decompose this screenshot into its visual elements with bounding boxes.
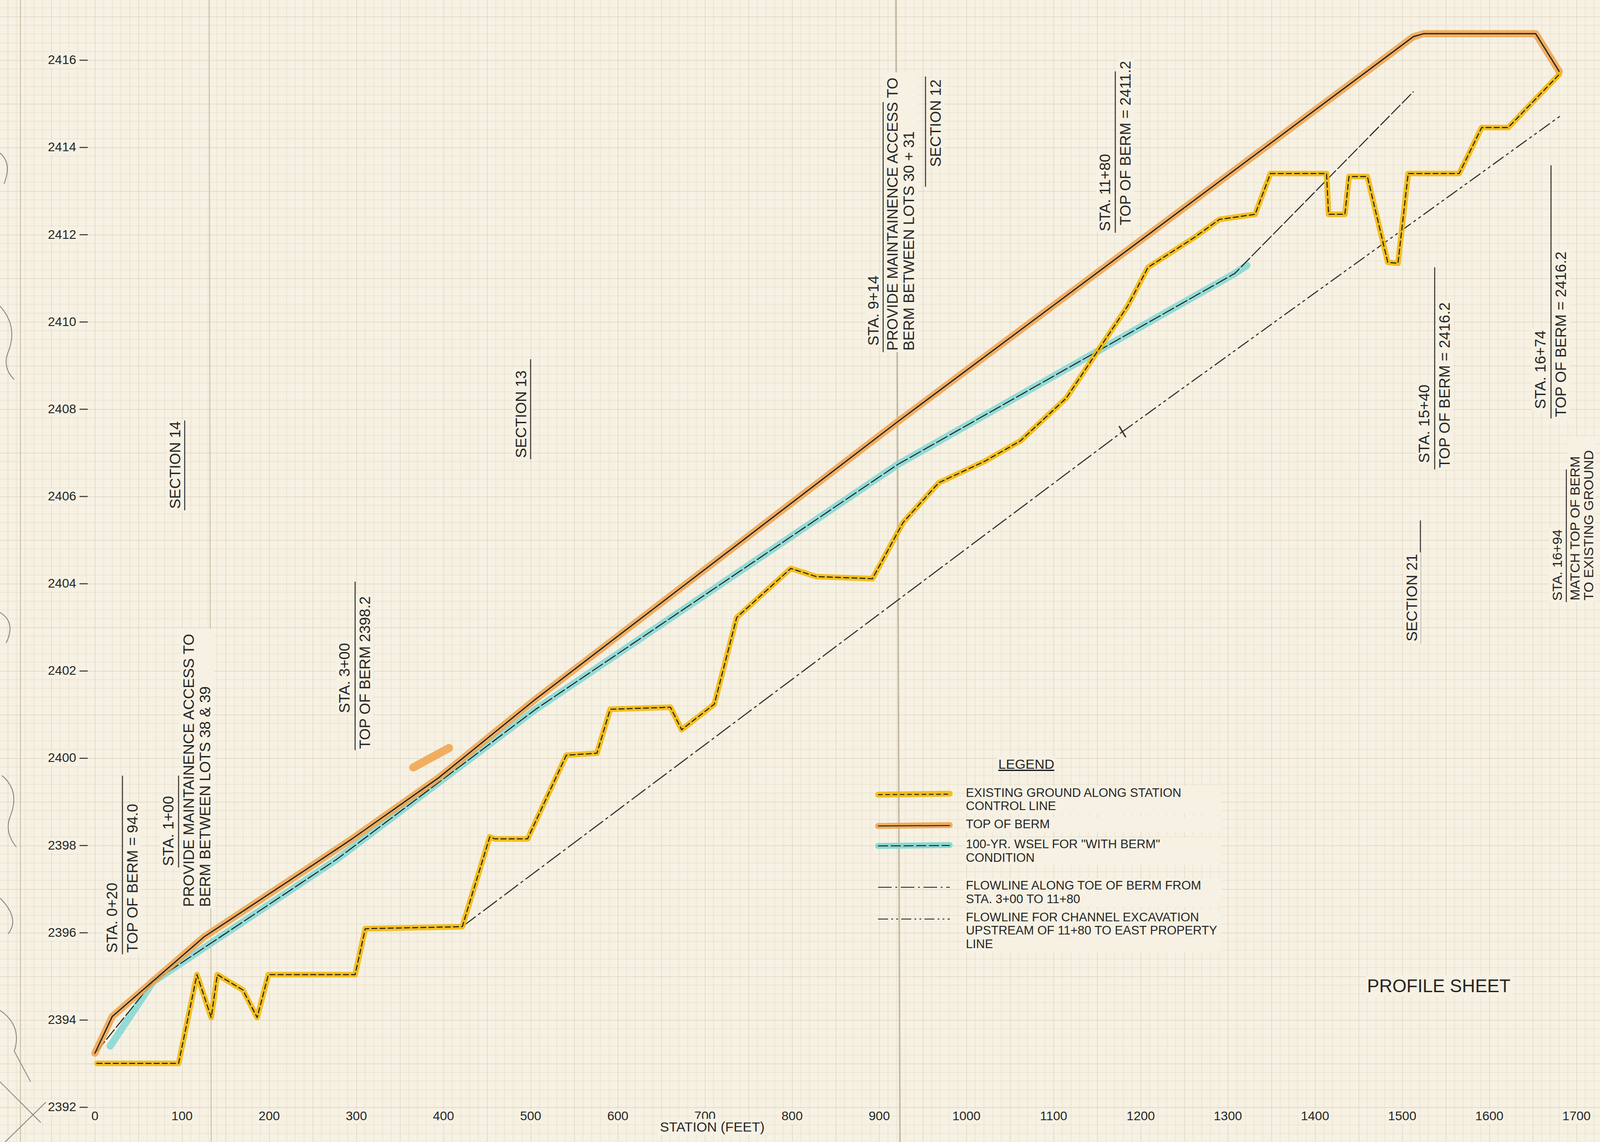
- legend-row: FLOWLINE ALONG TOE OF BERM FROM STA. 3+0…: [875, 878, 1222, 907]
- y-axis-label: 2410: [46, 314, 78, 330]
- legend-row: TOP OF BERM: [875, 817, 1222, 834]
- berm-elevation-note: TOP OF BERM = 2416.2: [1552, 250, 1570, 419]
- station-label: STA. 16+94: [1549, 528, 1566, 603]
- annotation-rules: [122, 71, 1567, 954]
- axis-ticks: [79, 60, 88, 1108]
- station-label: STA. 16+74: [1531, 329, 1550, 411]
- y-axis-label: 2400: [46, 750, 78, 766]
- y-axis-label: 2412: [46, 227, 78, 243]
- legend-swatch: [875, 911, 953, 927]
- axis-title: STATION (FEET): [658, 1118, 766, 1135]
- y-axis-label: 2396: [46, 925, 78, 941]
- legend-highlight: [878, 824, 950, 826]
- y-axis-label: 2394: [46, 1012, 78, 1028]
- legend-row: 100-YR. WSEL FOR "WITH BERM" CONDITION: [875, 837, 1222, 865]
- section-label: SECTION 13: [512, 369, 530, 460]
- ground-line: [97, 74, 1560, 1064]
- berm-elevation-note: TOP OF BERM = 94.0: [123, 802, 142, 954]
- legend-swatch: [875, 838, 953, 854]
- station-label: STA. 11+80: [1096, 152, 1114, 233]
- section-label: SECTION 21: [1403, 552, 1421, 643]
- sheet-title: PROFILE SHEET: [1365, 975, 1512, 997]
- legend-text: FLOWLINE FOR CHANNEL EXCAVATION UPSTREAM…: [964, 910, 1222, 952]
- berm-highlight-mark: [413, 747, 450, 768]
- x-axis-label: 1300: [1212, 1108, 1244, 1124]
- station-label: STA. 3+00: [335, 641, 354, 715]
- legend-line: [878, 918, 950, 920]
- legend: EXISTING GROUND ALONG STATION CONTROL LI…: [875, 785, 1222, 956]
- station-label: STA. 15+40: [1415, 383, 1433, 465]
- x-axis-label: 1400: [1299, 1108, 1331, 1124]
- berm-elevation-note: TOP OF BERM 2398.2: [356, 594, 374, 751]
- x-axis-label: 800: [780, 1108, 805, 1124]
- x-axis-label: 400: [431, 1108, 456, 1124]
- y-axis-label: 2402: [46, 663, 78, 679]
- x-axis-label: 200: [257, 1108, 282, 1124]
- legend-row: FLOWLINE FOR CHANNEL EXCAVATION UPSTREAM…: [875, 910, 1222, 952]
- profile-lines: [94, 33, 1562, 1064]
- station-label: STA. 9+14: [864, 274, 883, 347]
- legend-swatch: [875, 786, 953, 803]
- station-label: STA. 0+20: [103, 881, 121, 954]
- x-axis-label: 1600: [1473, 1108, 1505, 1124]
- x-axis-label: 1700: [1560, 1108, 1592, 1124]
- station-label: STA. 1+00: [159, 794, 178, 868]
- legend-text: EXISTING GROUND ALONG STATION CONTROL LI…: [964, 785, 1222, 814]
- legend-heading: LEGEND: [997, 755, 1056, 772]
- x-axis-label: 600: [605, 1108, 630, 1124]
- x-axis-label: 1000: [950, 1108, 982, 1124]
- legend-line: [878, 886, 950, 888]
- channel-flowline: [1122, 115, 1561, 432]
- section-label: SECTION 12: [927, 78, 945, 169]
- legend-text: 100-YR. WSEL FOR "WITH BERM" CONDITION: [964, 837, 1222, 865]
- legend-line: [878, 825, 950, 826]
- x-axis-label: 1100: [1038, 1108, 1069, 1124]
- berm-elevation-note: TOP OF BERM = 2411.2: [1116, 59, 1135, 227]
- x-axis-label: 0: [89, 1108, 100, 1124]
- x-axis-label: 100: [170, 1108, 195, 1124]
- legend-highlight: [878, 844, 950, 846]
- berm-line: [94, 33, 1560, 1053]
- x-axis-label: 1200: [1125, 1108, 1156, 1124]
- y-axis-label: 2404: [46, 576, 78, 592]
- y-axis-label: 2416: [46, 52, 78, 68]
- match-note: MATCH TOP OF BERM TO EXISTING GROUND: [1567, 437, 1596, 603]
- y-axis-label: 2392: [46, 1099, 78, 1115]
- paper-folds: [20, 0, 900, 1142]
- section-label: SECTION 14: [166, 419, 184, 511]
- y-axis-label: 2406: [46, 488, 78, 504]
- legend-swatch: [875, 879, 953, 895]
- x-axis-label: 1500: [1386, 1108, 1418, 1124]
- y-axis-label: 2398: [46, 838, 78, 854]
- x-axis-label: 900: [867, 1108, 892, 1124]
- wsel-line: [97, 91, 1414, 1052]
- legend-text: TOP OF BERM: [964, 817, 1222, 832]
- berm-highlight: [94, 33, 1560, 1053]
- berm-elevation-note: TOP OF BERM = 2416.2: [1436, 301, 1454, 470]
- legend-line: [878, 845, 950, 846]
- legend-swatch: [875, 818, 953, 834]
- access-note: PROVIDE MAINTAINENCE ACCESS TO BERM BETW…: [179, 628, 214, 909]
- y-axis-label: 2414: [46, 139, 78, 155]
- legend-row: EXISTING GROUND ALONG STATION CONTROL LI…: [875, 785, 1222, 814]
- map-fragment: [0, 153, 46, 1142]
- ground-highlight: [97, 74, 1560, 1064]
- y-axis-label: 2408: [46, 401, 78, 417]
- legend-text: FLOWLINE ALONG TOE OF BERM FROM STA. 3+0…: [964, 878, 1222, 907]
- flowline-break-tick: [1119, 426, 1126, 437]
- x-axis-label: 300: [344, 1108, 369, 1124]
- legend-line: [878, 794, 950, 795]
- access-note: PROVIDE MAINTAINENCE ACCESS TO BERM BETW…: [883, 72, 919, 352]
- x-axis-label: 500: [518, 1108, 543, 1124]
- legend-highlight: [878, 793, 950, 795]
